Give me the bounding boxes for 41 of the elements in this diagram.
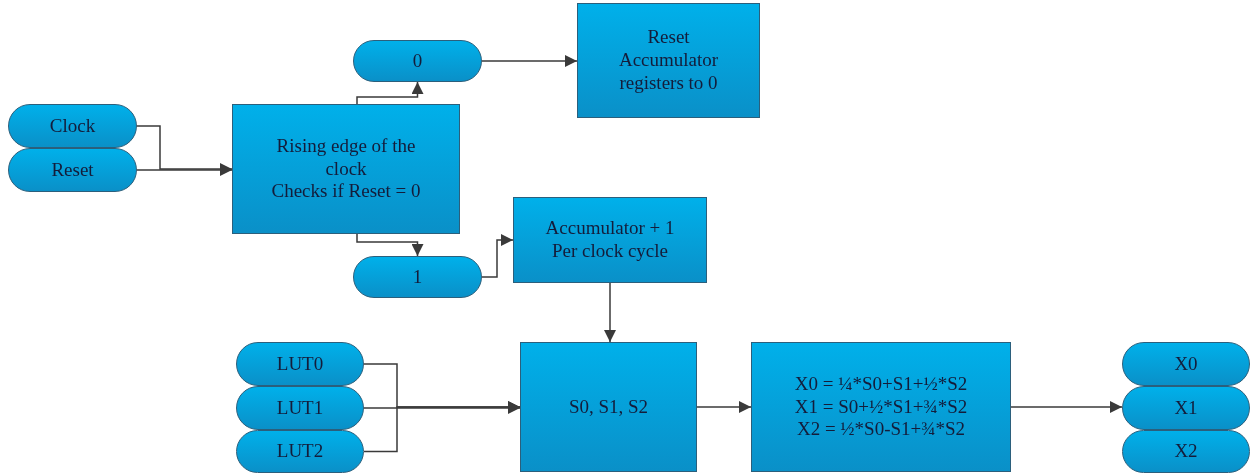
node-text: Clock (49, 114, 96, 138)
node-text: Reset (51, 158, 94, 182)
terminal-pill (236, 342, 364, 386)
node-text: 1 (412, 265, 423, 289)
node-text: LUT2 (276, 440, 324, 463)
node-text: X2 (1174, 440, 1198, 463)
node-text: X1 = S0+½*S1+¾*S2 (794, 395, 968, 419)
terminal-pill (353, 256, 482, 298)
process-box (751, 342, 1011, 472)
node-text: LUT0 (276, 352, 324, 376)
node-text: X0 (1174, 352, 1198, 376)
node-text: S0, S1, S2 (568, 395, 649, 419)
terminal-pill (236, 430, 364, 473)
arrow (481, 234, 514, 278)
terminal-pill (1122, 430, 1250, 473)
node-text: X1 (1174, 396, 1198, 420)
terminal-pill (236, 386, 364, 430)
node-text: Reset Accumulator registers to 0 (617, 26, 720, 95)
arrow (604, 282, 616, 343)
arrow (1010, 401, 1123, 413)
process-box (520, 342, 697, 472)
terminal-pill (8, 148, 137, 192)
process-box (513, 197, 707, 283)
process-box (232, 104, 460, 234)
process-box (577, 3, 760, 118)
node-text: X2 = ½*S0-S1+¾*S2 (796, 418, 966, 442)
arrow (363, 401, 521, 453)
arrow (481, 55, 578, 67)
arrow (696, 401, 752, 413)
terminal-pill (8, 104, 137, 148)
terminal-pill (1122, 386, 1250, 430)
node-text: X0 = ¼*S0+S1+½*S2 (794, 372, 968, 396)
node-text: Checks if Reset = 0 (271, 180, 421, 204)
terminal-pill (1122, 342, 1250, 386)
node-text: 0 (412, 49, 423, 73)
arrow (356, 233, 424, 257)
arrow (356, 81, 424, 105)
node-text: Accumulator + 1 Per clock cycle (544, 217, 676, 263)
terminal-pill (353, 40, 482, 82)
node-text: Rising edge of the clock (275, 134, 417, 181)
node-text: LUT1 (276, 396, 324, 420)
